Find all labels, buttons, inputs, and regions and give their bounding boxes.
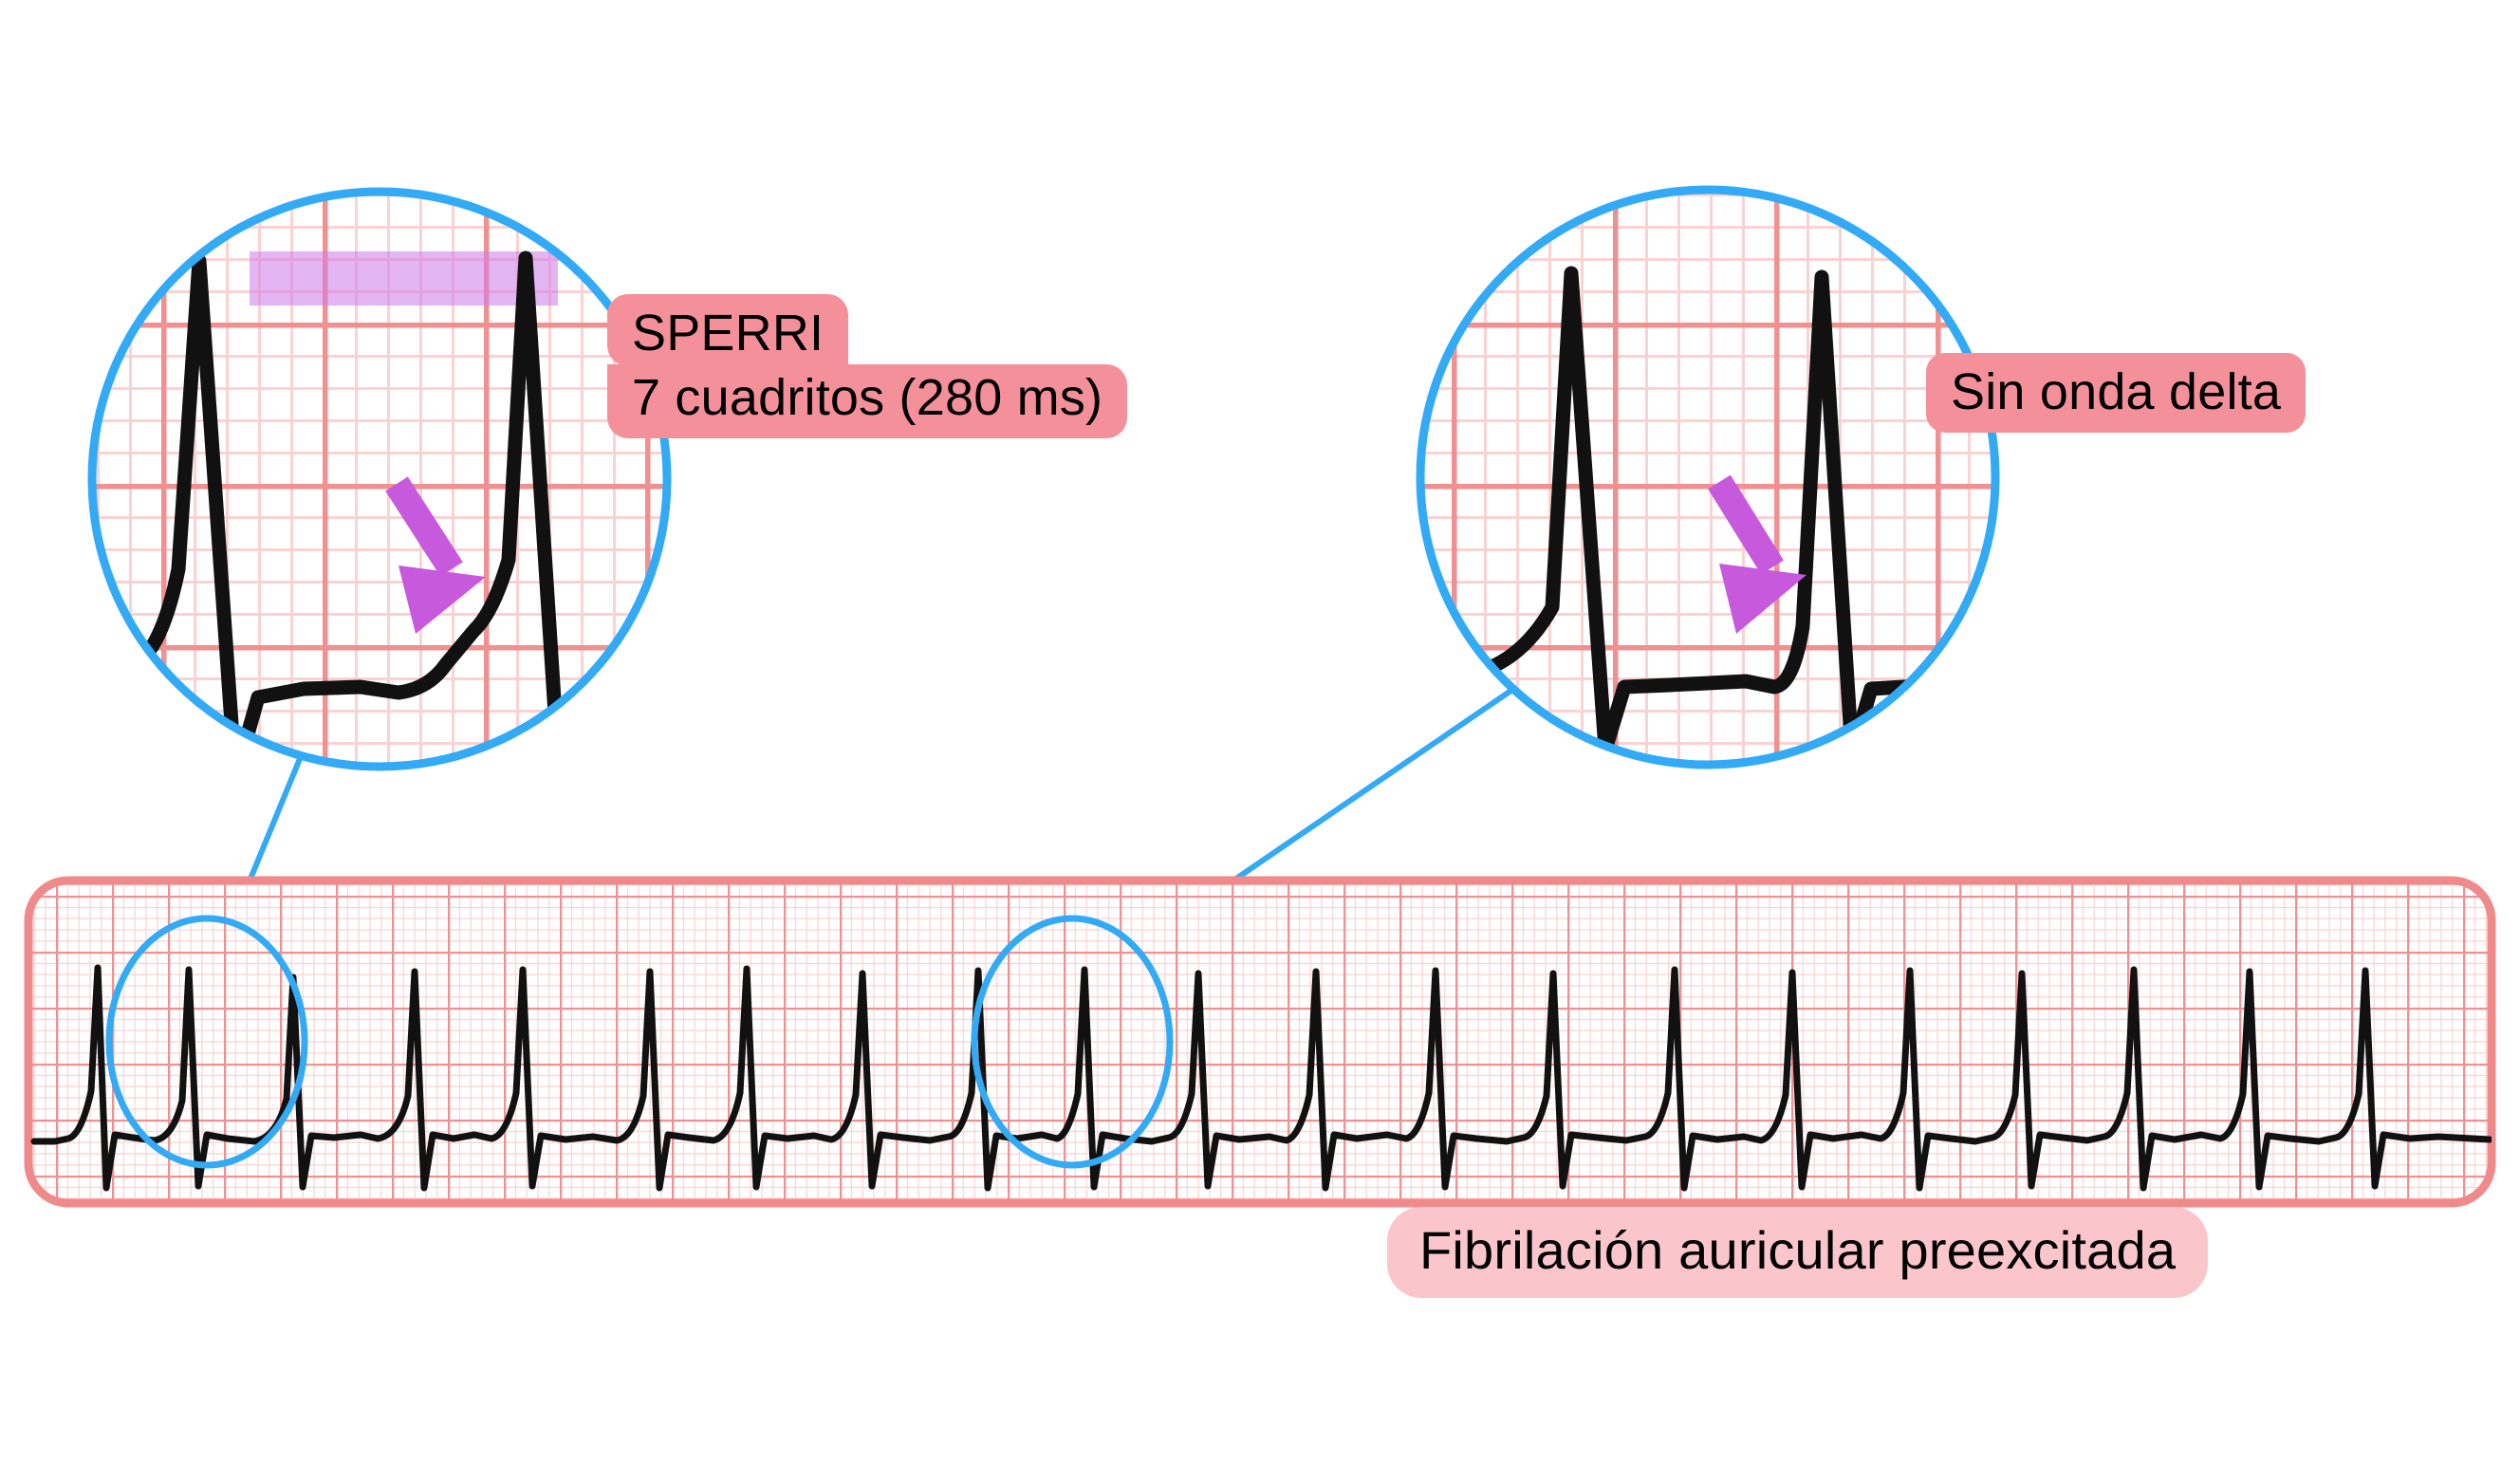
diagnosis-label-text: Fibrilación auricular preexcitada xyxy=(1387,1207,2209,1298)
no-delta-label: Sin onda delta xyxy=(1926,353,2307,433)
no-delta-magnifier xyxy=(1416,185,2000,769)
sperri-magnifier xyxy=(87,187,672,771)
magnifier-left-trace xyxy=(92,250,667,767)
magnifier-right-ring xyxy=(1416,185,2000,769)
diagnosis-label: Fibrilación auricular preexcitada xyxy=(1387,1207,2209,1298)
strip-marker-circle-left xyxy=(105,915,308,1169)
sperri-highlight-band xyxy=(250,251,558,306)
magnifier-right-trace xyxy=(1420,266,1995,762)
ecg-strip-group xyxy=(24,876,2496,1208)
strip-marker-circle-right xyxy=(971,915,1174,1169)
ecg-strip-paper xyxy=(24,876,2496,1208)
sperri-label-line1: SPERRI xyxy=(607,294,849,366)
ecg-strip-trace-clip xyxy=(30,915,2492,1192)
magnifier-left-ring xyxy=(87,187,672,771)
no-delta-label-text: Sin onda delta xyxy=(1926,353,2307,433)
magnifier-right-grid xyxy=(1420,190,1995,765)
sperri-label: SPERRI 7 cuadritos (280 ms) xyxy=(607,294,1128,438)
arrow-down-right-icon xyxy=(1708,474,1807,634)
sperri-label-line2: 7 cuadritos (280 ms) xyxy=(607,364,1128,438)
ecg-trace xyxy=(30,964,2492,1192)
arrow-down-right-icon xyxy=(385,476,486,634)
